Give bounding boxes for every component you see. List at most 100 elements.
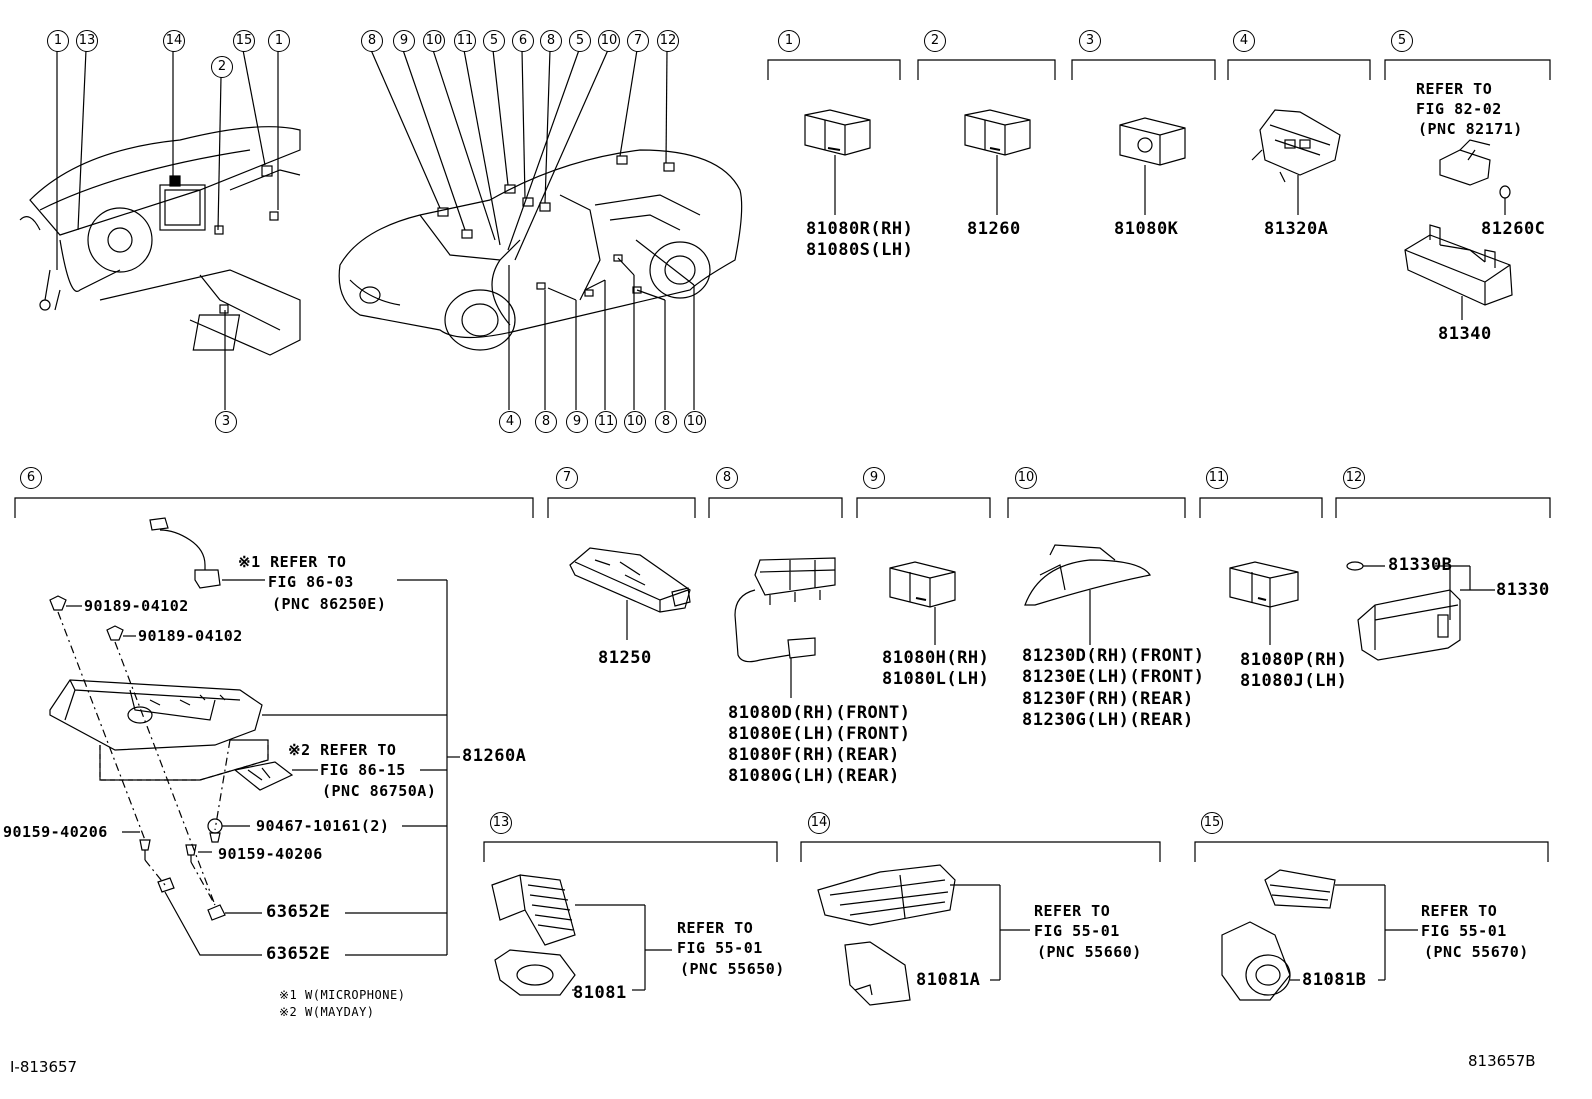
part13-refer-line3: (PNC 55650) — [680, 960, 785, 978]
callout-9: 9 — [566, 411, 588, 433]
part5-refer-line1: REFER TO — [1416, 80, 1493, 98]
part9-drawing — [889, 561, 956, 645]
callout-1: 1 — [47, 30, 69, 52]
part14-refer-line3: (PNC 55660) — [1037, 943, 1142, 961]
section-7-callout: 7 — [556, 467, 578, 489]
part6-note2: ※2 W(MAYDAY) — [279, 1005, 375, 1019]
callout-5: 5 — [483, 30, 505, 52]
part6-refer2-line3: (PNC 86750A) — [322, 782, 437, 800]
part4-label: 81320A — [1264, 219, 1329, 239]
part11-label-lh: 81080J(LH) — [1240, 671, 1348, 691]
section-3-callout: 3 — [1079, 30, 1101, 52]
part6-refer1-line1: ※1 REFER TO — [238, 553, 347, 571]
part13-drawing — [491, 874, 672, 996]
callout-8: 8 — [540, 30, 562, 52]
callout-14: 14 — [163, 30, 185, 52]
section-15-callout: 15 — [1201, 812, 1223, 834]
part6-refer1-line2: FIG 86-03 — [268, 573, 354, 591]
callout-11: 11 — [454, 30, 476, 52]
section-10-callout: 10 — [1015, 467, 1037, 489]
part9-label-lh: 81080L(LH) — [882, 669, 990, 689]
callout-8: 8 — [655, 411, 677, 433]
callout-11: 11 — [595, 411, 617, 433]
section-12-callout: 12 — [1343, 467, 1365, 489]
part5-refer-line2: FIG 82-02 — [1416, 100, 1502, 118]
part15-refer-line2: FIG 55-01 — [1421, 922, 1507, 940]
part5-refer-line3: (PNC 82171) — [1418, 120, 1523, 138]
callout-12: 12 — [657, 30, 679, 52]
part2-drawing — [964, 109, 1031, 215]
part1-drawing — [804, 109, 871, 215]
part6-bolt1-label: 90189-04102 — [84, 597, 189, 615]
callout-15: 15 — [233, 30, 255, 52]
callout-2: 2 — [211, 56, 233, 78]
callout-5: 5 — [569, 30, 591, 52]
part12-drawing — [1346, 561, 1495, 661]
part3-drawing — [1119, 117, 1186, 215]
part6-bolt2-label: 90189-04102 — [138, 627, 243, 645]
part9-label-rh: 81080H(RH) — [882, 648, 990, 668]
part14-refer-line1: REFER TO — [1034, 902, 1111, 920]
part1-label-rh: 81080R(RH) — [806, 219, 914, 239]
section-8-callout: 8 — [716, 467, 738, 489]
callout-8: 8 — [535, 411, 557, 433]
part10-drawing — [1024, 544, 1151, 645]
section-9-callout: 9 — [863, 467, 885, 489]
part6-main-label: 81260A — [462, 746, 527, 766]
callout-10: 10 — [624, 411, 646, 433]
part14-label: 81081A — [916, 970, 981, 990]
part6-refer2-line1: ※2 REFER TO — [288, 741, 397, 759]
footer-figure-id-right: 813657B — [1468, 1052, 1536, 1070]
part6-drawing — [49, 517, 460, 956]
callout-9: 9 — [393, 30, 415, 52]
footer-figure-id-left: I-813657 — [10, 1058, 78, 1076]
part10-label-1: 81230D(RH)(FRONT) — [1022, 646, 1205, 666]
part8-label-4: 81080G(LH)(REAR) — [728, 766, 900, 786]
section-11-callout: 11 — [1206, 467, 1228, 489]
section-1-callout: 1 — [778, 30, 800, 52]
part1-label-lh: 81080S(LH) — [806, 240, 914, 260]
part6-refer2-line2: FIG 86-15 — [320, 761, 406, 779]
part15-refer-line3: (PNC 55670) — [1424, 943, 1529, 961]
section-brackets — [14, 59, 1551, 862]
part13-refer-line2: FIG 55-01 — [677, 939, 763, 957]
part5-drawing — [1404, 139, 1513, 320]
part12-bulb-label: 81330B — [1388, 555, 1453, 575]
part10-label-2: 81230E(LH)(FRONT) — [1022, 667, 1205, 687]
part11-label-rh: 81080P(RH) — [1240, 650, 1348, 670]
part15-refer-line1: REFER TO — [1421, 902, 1498, 920]
part5-label-bulb: 81260C — [1481, 219, 1546, 239]
part13-label: 81081 — [573, 983, 627, 1003]
leader-lines — [56, 49, 695, 410]
callout-10: 10 — [598, 30, 620, 52]
part8-label-3: 81080F(RH)(REAR) — [728, 745, 900, 765]
callout-3: 3 — [215, 411, 237, 433]
part14-drawing — [817, 864, 1030, 1006]
part6-cap1-label: 63652E — [266, 902, 331, 922]
part3-label: 81080K — [1114, 219, 1179, 239]
part2-label: 81260 — [967, 219, 1021, 239]
section-13-callout: 13 — [490, 812, 512, 834]
part12-main-label: 81330 — [1496, 580, 1550, 600]
part13-refer-line1: REFER TO — [677, 919, 754, 937]
callout-10: 10 — [684, 411, 706, 433]
part11-drawing — [1229, 561, 1299, 645]
callout-10: 10 — [423, 30, 445, 52]
part5-label-lens: 81340 — [1438, 324, 1492, 344]
callout-13: 13 — [76, 30, 98, 52]
part7-drawing — [569, 547, 691, 640]
part8-drawing — [734, 557, 836, 698]
section-2-callout: 2 — [924, 30, 946, 52]
part6-refer1-line3: (PNC 86250E) — [272, 595, 387, 613]
part10-label-3: 81230F(RH)(REAR) — [1022, 689, 1194, 709]
callout-8: 8 — [361, 30, 383, 52]
part6-screw2-label: 90159-40206 — [218, 845, 323, 863]
part6-clip-label: 90467-10161(2) — [256, 817, 390, 835]
car-illustration — [338, 149, 743, 351]
part14-refer-line2: FIG 55-01 — [1034, 922, 1120, 940]
interior-dashboard-illustration — [19, 126, 301, 356]
part10-label-4: 81230G(LH)(REAR) — [1022, 710, 1194, 730]
callout-6: 6 — [512, 30, 534, 52]
section-5-callout: 5 — [1391, 30, 1413, 52]
